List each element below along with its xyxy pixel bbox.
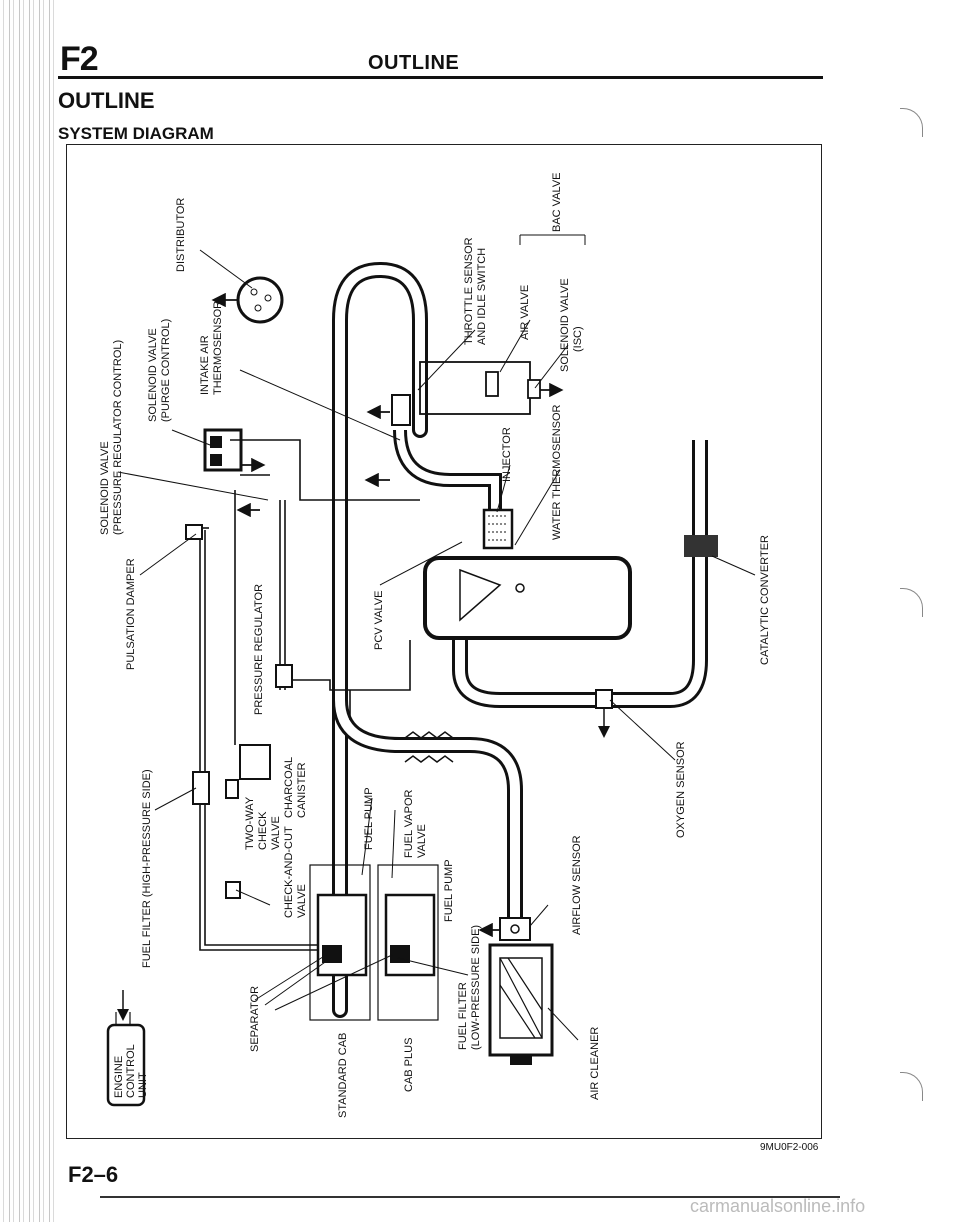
page-number: F2–6 xyxy=(68,1162,119,1187)
label-two-way-3: VALVE xyxy=(270,816,282,850)
diagram-frame xyxy=(66,144,822,1139)
intake-hose xyxy=(332,699,523,920)
label-intake-air-1: INTAKE AIR xyxy=(199,335,211,395)
label-air-valve: AIR VALVE xyxy=(519,285,531,340)
check-and-cut-valve xyxy=(225,881,241,899)
label-standard-cab: STANDARD CAB xyxy=(337,1033,349,1118)
label-solenoid-purge-1: SOLENOID VALVE xyxy=(147,328,159,422)
fuel-lines xyxy=(195,439,420,951)
isc-bypass xyxy=(419,361,541,415)
label-two-way-2: CHECK xyxy=(257,811,269,850)
label-pressure-reg: PRESSURE REGULATOR xyxy=(253,584,265,715)
charcoal-canister xyxy=(239,744,271,780)
ecu-box xyxy=(106,990,146,1107)
label-pcv: PCV VALVE xyxy=(373,590,385,650)
label-airflow: AIRFLOW SENSOR xyxy=(571,835,583,935)
label-fuel-vapor-1: FUEL VAPOR xyxy=(403,789,415,858)
label-air-cleaner: AIR CLEANER xyxy=(589,1027,601,1100)
throttle-body xyxy=(391,394,502,520)
airflow-sensor xyxy=(499,917,531,941)
binding-edge xyxy=(0,0,56,1222)
label-fuel-pump-a: FUEL PUMP xyxy=(363,787,375,850)
label-intake-air-2: THERMOSENSOR xyxy=(212,301,224,395)
label-charcoal-2: CANISTER xyxy=(296,762,308,818)
label-check-cut-1: CHECK-AND-CUT xyxy=(283,826,295,918)
label-solenoid-isc-1: SOLENOID VALVE xyxy=(559,278,571,372)
label-fuel-filter-hp: FUEL FILTER (HIGH-PRESSURE SIDE) xyxy=(141,769,153,968)
engine xyxy=(423,556,632,640)
label-bac-valve: BAC VALVE xyxy=(551,172,563,232)
header-title: OUTLINE xyxy=(368,52,460,74)
label-ecu-1: ENGINE xyxy=(113,1056,125,1098)
pressure-regulator xyxy=(275,664,293,688)
catalytic-converter-body xyxy=(684,535,718,557)
fuel-filter-high xyxy=(192,771,210,805)
label-solenoid-purge-2: (PURGE CONTROL) xyxy=(160,319,172,422)
figure-code: 9MU0F2-006 xyxy=(760,1142,819,1153)
solenoid-valves-block xyxy=(203,428,243,472)
label-pulsation: PULSATION DAMPER xyxy=(125,558,137,670)
section-code: F2 xyxy=(60,40,99,78)
header-rule xyxy=(58,76,823,79)
label-oxygen: OXYGEN SENSOR xyxy=(675,741,687,838)
label-fuel-pump-b: FUEL PUMP xyxy=(443,859,455,922)
label-water-thermo: WATER THERMOSENSOR xyxy=(551,404,563,540)
two-way-check-valve xyxy=(225,779,239,799)
injector xyxy=(482,508,514,550)
label-catalytic: CATALYTIC CONVERTER xyxy=(759,535,771,665)
air-cleaner xyxy=(488,943,554,1065)
label-distributor: DISTRIBUTOR xyxy=(175,198,187,272)
label-injector: INJECTOR xyxy=(501,427,513,482)
label-cab-plus: CAB PLUS xyxy=(403,1038,415,1092)
label-solenoid-prc-1: SOLENOID VALVE xyxy=(99,441,111,535)
flow-arrows xyxy=(236,382,564,938)
label-ecu-2: CONTROL xyxy=(125,1044,137,1098)
oxygen-sensor xyxy=(595,689,613,738)
label-two-way-1: TWO-WAY xyxy=(244,796,256,850)
label-separator: SEPARATOR xyxy=(249,986,261,1052)
label-ecu-3: UNIT xyxy=(137,1072,149,1098)
label-solenoid-isc-2: (ISC) xyxy=(572,326,584,352)
section-title: OUTLINE xyxy=(58,88,155,113)
distributor xyxy=(211,276,284,324)
diagram-labels: DISTRIBUTOR SOLENOID VALVE (PRESSURE REG… xyxy=(99,172,771,1118)
pulsation-damper xyxy=(185,524,203,540)
label-fuel-vapor-2: VALVE xyxy=(416,824,428,858)
label-throttle-1: THROTTLE SENSOR xyxy=(463,237,475,345)
leader-lines xyxy=(117,234,756,1041)
watermark: carmanualsonline.info xyxy=(690,1196,866,1216)
label-check-cut-2: VALVE xyxy=(296,884,308,918)
subsection-title: SYSTEM DIAGRAM xyxy=(58,124,214,143)
label-solenoid-prc-2: (PRESSURE REGULATOR CONTROL) xyxy=(112,340,124,535)
fuel-tank-cab-plus xyxy=(377,864,439,1021)
intake-pipe xyxy=(332,261,428,1018)
label-fuel-filter-lp-1: FUEL FILTER xyxy=(457,982,469,1050)
label-charcoal-1: CHARCOAL xyxy=(283,757,295,818)
exhaust-pipe xyxy=(452,440,708,708)
label-fuel-filter-lp-2: (LOW-PRESSURE SIDE) xyxy=(470,925,482,1050)
footer-rule xyxy=(100,1196,840,1198)
label-throttle-2: AND IDLE SWITCH xyxy=(476,248,488,345)
